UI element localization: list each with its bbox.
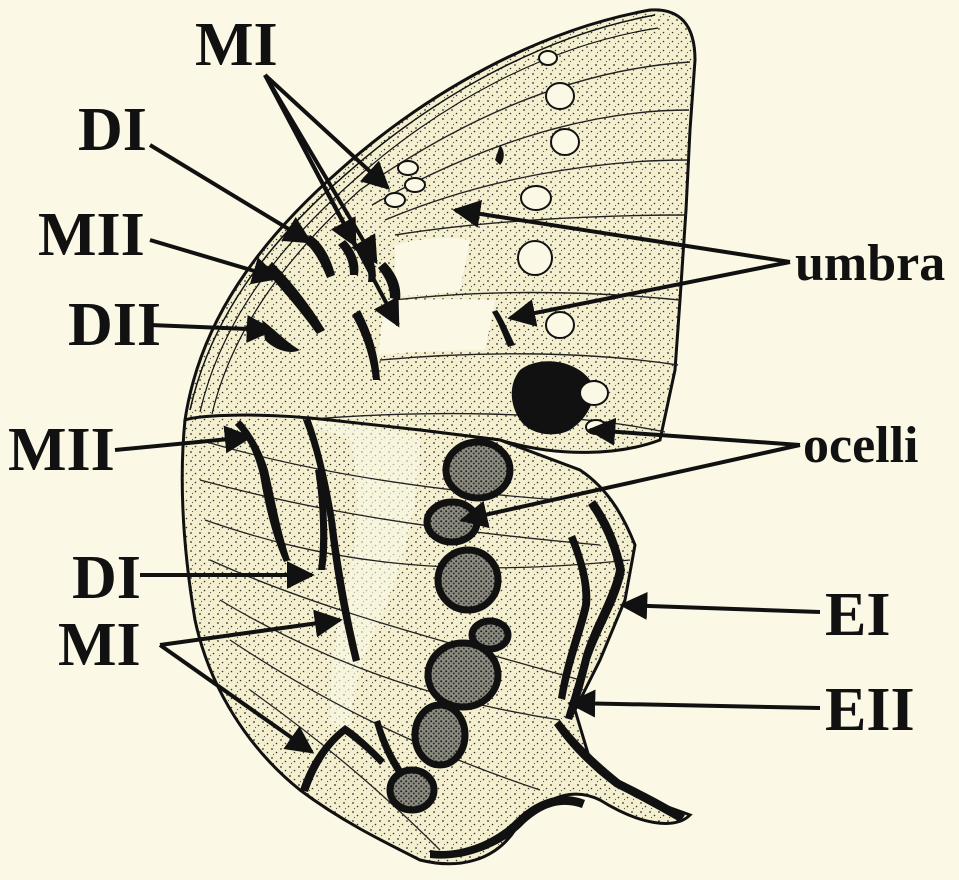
ocellus-3 [438,550,498,610]
ocellus-6 [415,705,465,765]
arrow-mi-top-1 [265,75,388,188]
label-dii: DII [68,291,161,359]
label-mi-top: MI [195,11,278,79]
ocellus-5 [428,643,498,707]
ocellus-7 [390,770,434,810]
ocellus-2 [427,502,477,542]
label-di-bottom: DI [72,544,141,612]
label-mi-bottom: MI [58,611,141,679]
label-mii-mid: MII [8,416,115,484]
label-ei: EI [825,581,890,649]
label-ocelli: ocelli [803,417,919,474]
label-eii: EII [825,676,915,744]
label-di-top: DI [78,96,147,164]
label-mii-top: MII [38,201,145,269]
ocellus-1 [446,442,510,498]
arrow-di-top [150,145,310,242]
hindwing [182,415,690,864]
arrow-eii [570,703,820,708]
label-umbra: umbra [795,235,945,292]
arrow-ei [622,605,820,612]
